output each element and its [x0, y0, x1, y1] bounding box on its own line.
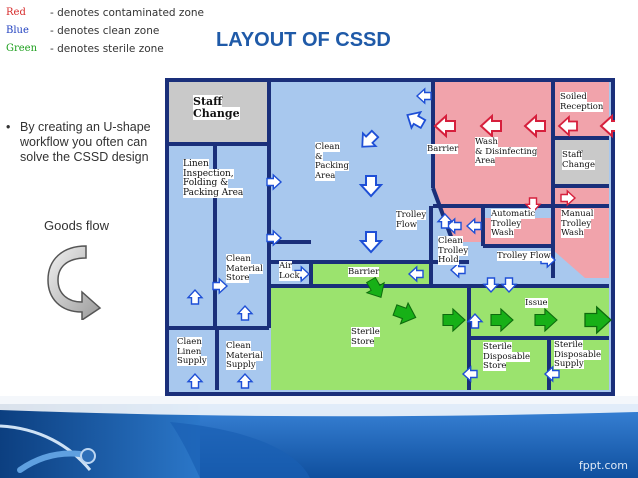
legend-name: Green [6, 43, 38, 54]
label-manual-trolley-wash: Manual Trolley Wash [561, 209, 594, 239]
label-trolley-flow-left: Trolley Flow [396, 210, 427, 230]
label-text: Claen Linen Supply [177, 337, 207, 366]
label-text: Clean Material Supply [226, 341, 263, 370]
label-text: Clean & Packing Area [315, 142, 349, 181]
legend-desc: - denotes sterile zone [50, 43, 164, 55]
label-clean-material-supply: Clean Material Supply [226, 341, 263, 371]
label-text: Staff Change [193, 95, 240, 120]
label-automatic-trolley-wash: Automatic Trolley Wash [491, 209, 536, 239]
legend-desc: - denotes clean zone [50, 25, 160, 37]
bullet-dot: • [6, 120, 11, 134]
label-text: Clean Trolley Hold [438, 236, 469, 265]
legend-name: Red [6, 7, 26, 18]
label-claen-linen-supply: Claen Linen Supply [177, 337, 207, 367]
footer-brand: fppt.com [578, 459, 628, 472]
label-text: Sterile Disposable Supply [554, 340, 602, 369]
label-text: Barrier [348, 267, 380, 277]
legend-name: Blue [6, 25, 29, 36]
label-text: Manual Trolley Wash [561, 209, 594, 238]
label-text: Sterile Disposable Store [483, 342, 531, 371]
label-text: Barrier [427, 144, 459, 154]
label-text: Issue [525, 298, 548, 308]
legend-desc: - denotes contaminated zone [50, 7, 204, 19]
label-soiled-reception: Soiled Reception [560, 92, 604, 112]
issue-zone [469, 286, 609, 338]
label-clean-trolley-hold: Clean Trolley Hold [438, 236, 469, 266]
label-text: Staff Change [562, 150, 595, 170]
label-sterile-store: Sterile Store [351, 327, 380, 347]
goods-flow-label: Goods flow [44, 218, 110, 233]
label-text: Automatic Trolley Wash [491, 209, 536, 238]
label-barrier-top: Barrier [427, 144, 459, 155]
label-clean-packing: Clean & Packing Area [315, 142, 349, 181]
label-issue: Issue [525, 298, 548, 309]
label-trolley-flow-right: Trolley Flow [497, 251, 551, 262]
label-barrier-mid: Barrier [348, 267, 380, 278]
label-linen-inspection: Linen Inspection, Folding & Packing Area [183, 159, 244, 198]
label-text: Wash & Disinfecting Area [475, 137, 538, 166]
label-staff-change: Staff Change [193, 95, 240, 120]
label-wash-disinfecting: Wash & Disinfecting Area [475, 137, 538, 167]
u-turn-arrow-icon [47, 245, 102, 320]
label-sterile-disposable-supply: Sterile Disposable Supply [554, 340, 602, 370]
label-text: Sterile Store [351, 327, 380, 347]
label-text: Linen Inspection, Folding & Packing Area [183, 159, 244, 198]
label-text: Trolley Flow [497, 251, 551, 261]
label-text: Trolley Flow [396, 210, 427, 230]
label-text: Air Lock [279, 261, 300, 281]
bullet-text: By creating an U-shape workflow you ofte… [20, 120, 151, 164]
slide-title: LAYOUT OF CSSD [210, 24, 428, 56]
label-text: Soiled Reception [560, 92, 604, 112]
label-staff-change-right: Staff Change [562, 150, 595, 170]
cssd-floor-plan [165, 78, 615, 396]
footer-band [0, 396, 638, 478]
label-sterile-disposable-store: Sterile Disposable Store [483, 342, 531, 372]
legend: Red - denotes contaminated zone Blue - d… [4, 2, 209, 74]
label-air-lock: Air Lock [279, 261, 300, 281]
label-clean-material-store: Clean Material Store [226, 254, 263, 284]
label-text: Clean Material Store [226, 254, 263, 283]
